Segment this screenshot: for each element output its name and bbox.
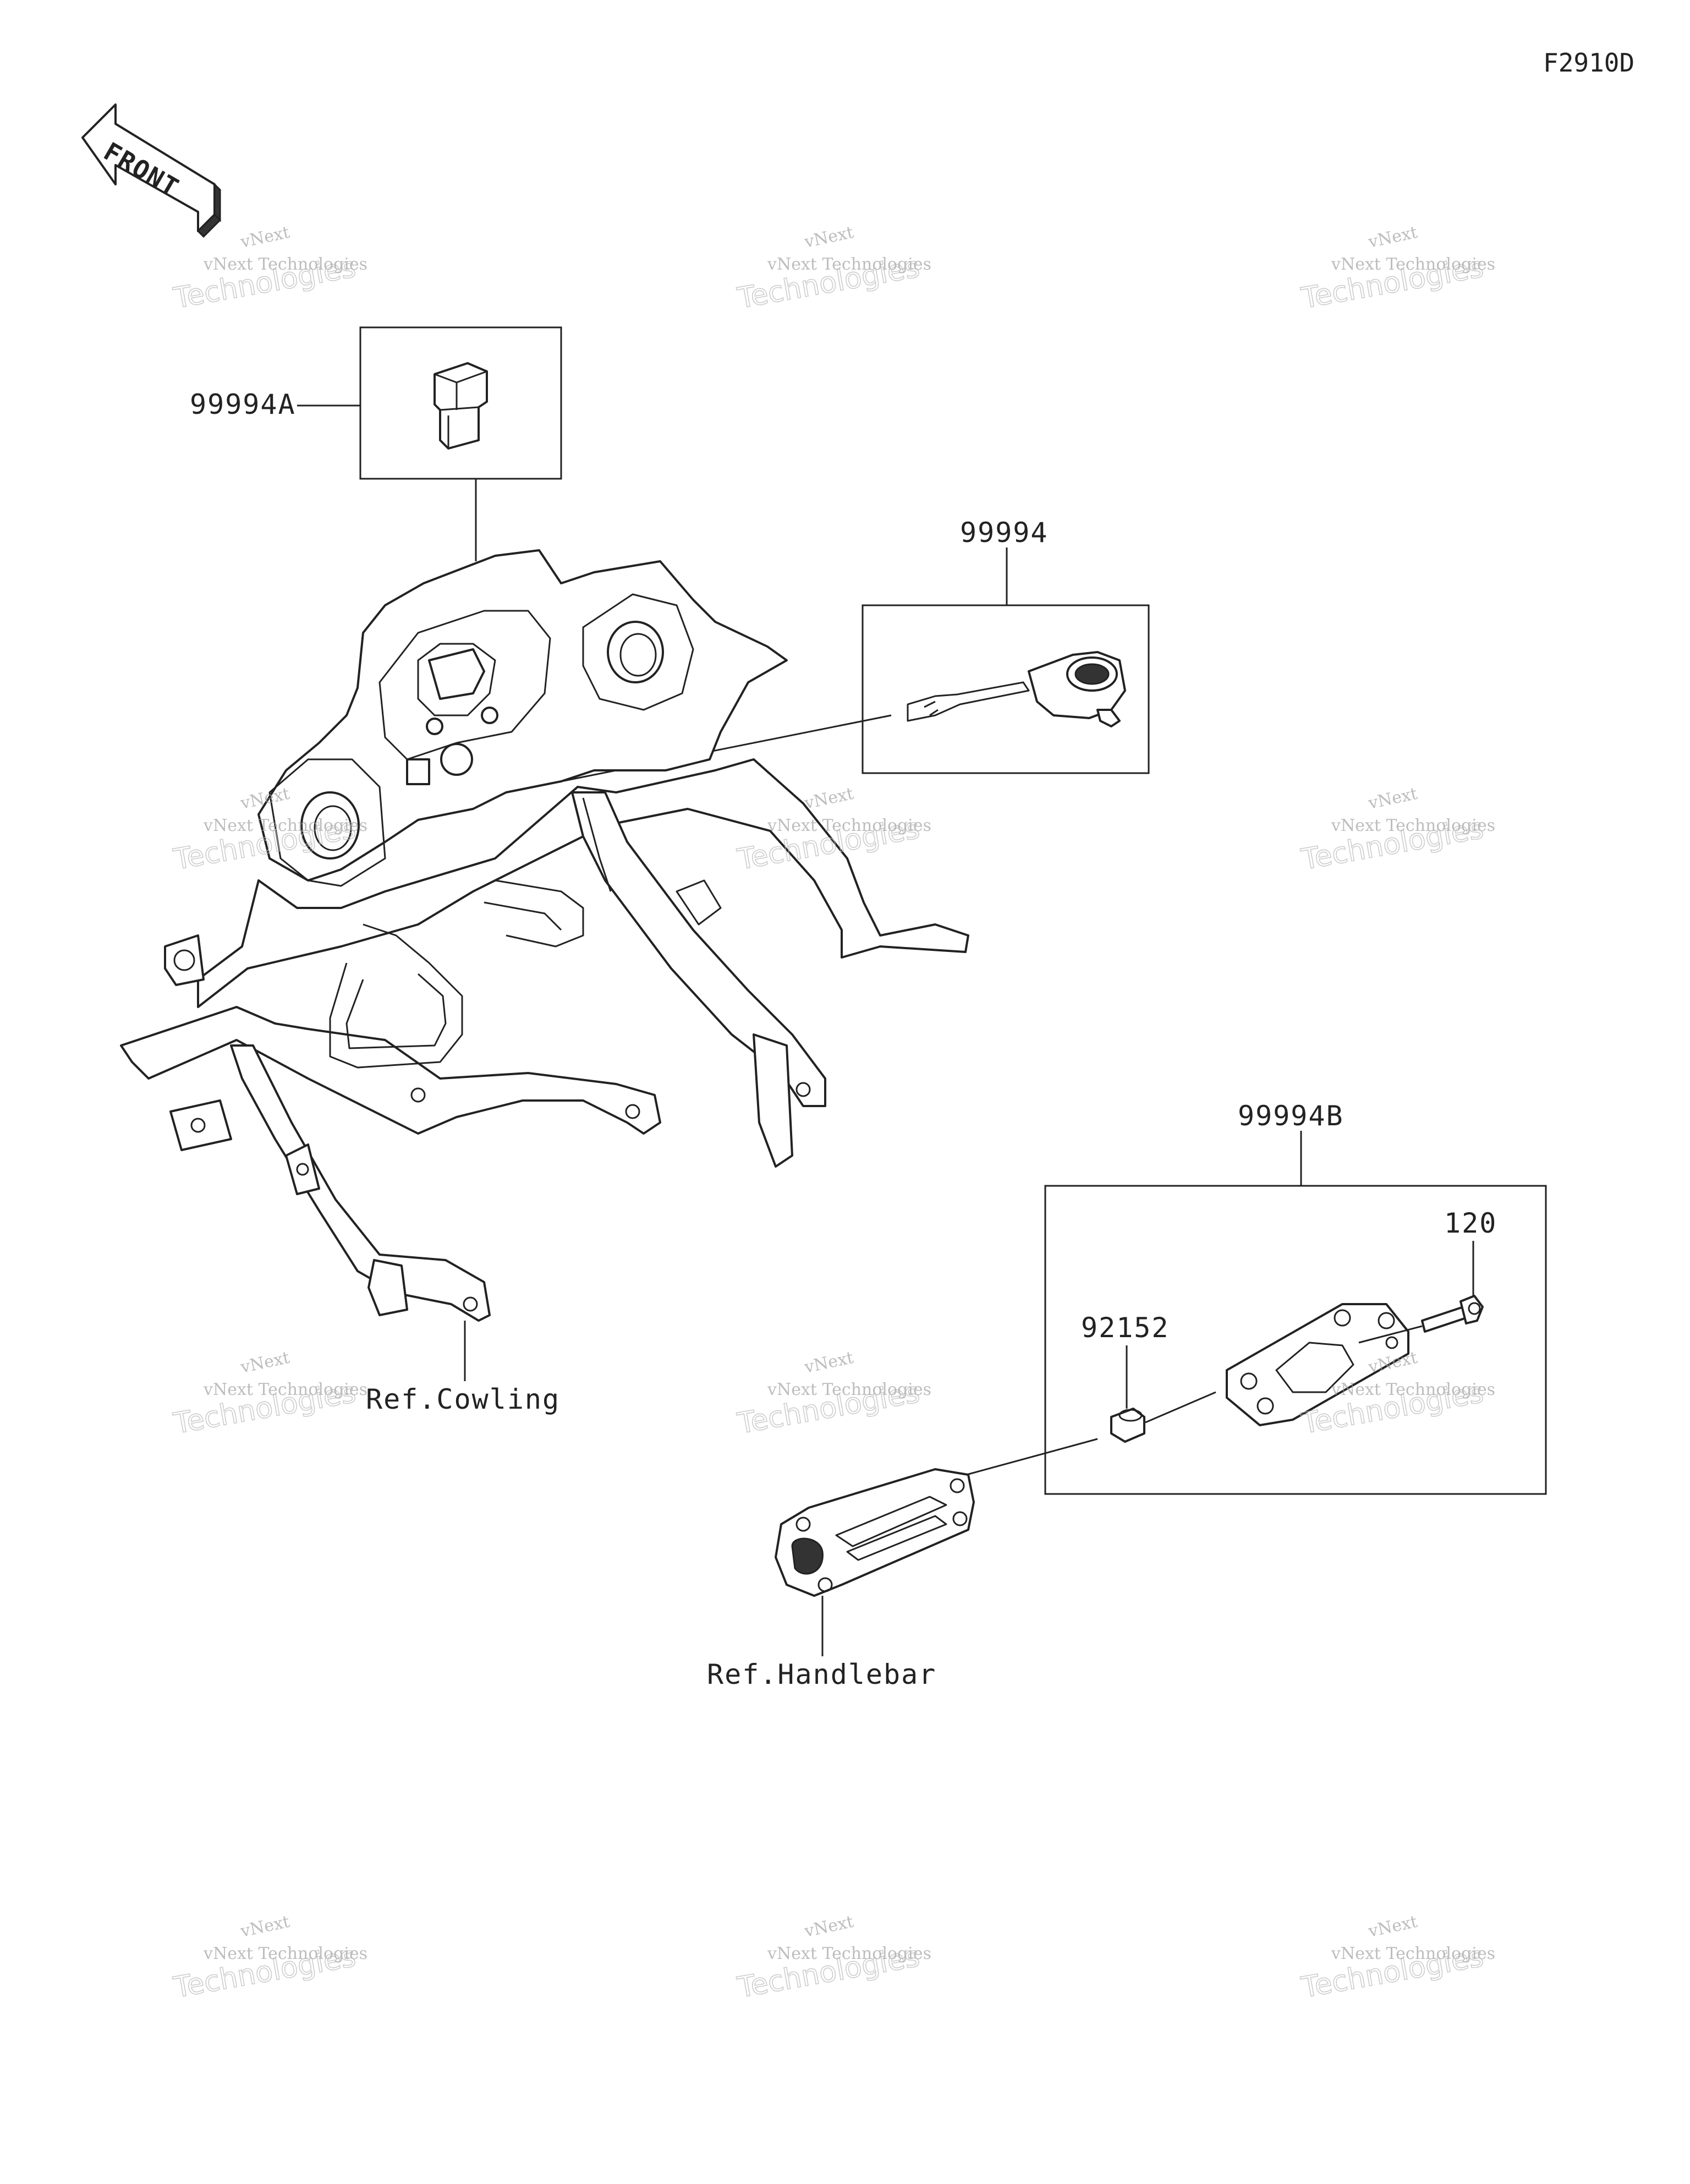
watermark-small: vNext Technologies: [767, 816, 931, 835]
ref-handlebar-label: Ref.Handlebar: [707, 1658, 936, 1690]
front-arrow-icon: FRONT: [81, 103, 222, 238]
watermark-small: vNext Technologies: [767, 1380, 931, 1399]
watermark-small: vNext Technologies: [767, 255, 931, 274]
watermark-small: vNext Technologies: [203, 816, 367, 835]
collar-92152: [1110, 1408, 1145, 1443]
callout-120: 120: [1444, 1207, 1497, 1239]
watermark: vNext vNext Technologies Technologies: [1298, 1912, 1495, 2005]
box-99994A: [359, 326, 562, 480]
watermark-top: vNext: [238, 1348, 291, 1377]
callout-99994A: 99994A: [190, 388, 296, 420]
watermark-small: vNext Technologies: [1331, 255, 1495, 274]
watermark-top: vNext: [802, 223, 855, 252]
callout-99994B: 99994B: [1238, 1100, 1344, 1132]
watermark: vNext vNext Technologies Technologies: [1298, 223, 1495, 316]
watermark: vNext vNext Technologies Technologies: [1298, 784, 1495, 877]
watermark-top: vNext: [802, 1348, 855, 1377]
bolt-120: [1421, 1295, 1484, 1333]
leader-bolt-to-plate: [1358, 1325, 1423, 1344]
watermark-small: vNext Technologies: [1331, 1944, 1495, 1963]
mount-plate: [1226, 1303, 1409, 1426]
watermark-small: vNext Technologies: [203, 255, 367, 274]
power-socket-99994: [907, 651, 1126, 727]
watermark-top: vNext: [1366, 223, 1419, 252]
watermark-small: vNext Technologies: [203, 1944, 367, 1963]
watermark-top: vNext: [238, 1912, 291, 1941]
watermark-small: vNext Technologies: [1331, 1380, 1495, 1399]
watermark-small: vNext Technologies: [1331, 816, 1495, 835]
watermark: vNext vNext Technologies Technologies: [734, 223, 931, 316]
watermark-top: vNext: [802, 784, 855, 813]
box-99994B: [1044, 1185, 1547, 1495]
box-99994: [862, 604, 1150, 774]
callout-92152: 92152: [1081, 1312, 1170, 1344]
watermark-small: vNext Technologies: [767, 1944, 931, 1963]
watermark-top: vNext: [1366, 1912, 1419, 1941]
watermark-top: vNext: [238, 223, 291, 252]
leader-collar-to-plate: [1145, 1391, 1216, 1424]
callout-99994: 99994: [960, 517, 1049, 549]
watermark-small: vNext Technologies: [203, 1380, 367, 1399]
figure-code: F2910D: [1543, 48, 1634, 78]
watermark: vNext vNext Technologies Technologies: [734, 1912, 931, 2005]
front-frame-assembly: [120, 549, 969, 1322]
watermark-top: vNext: [1366, 784, 1419, 813]
watermark: vNext vNext Technologies Technologies: [171, 1348, 367, 1441]
connector-99994A: [434, 362, 488, 450]
watermark-top: vNext: [802, 1912, 855, 1941]
handlebar-clamp: [775, 1468, 975, 1597]
ref-cowling-label: Ref.Cowling: [366, 1383, 560, 1415]
watermark: vNext vNext Technologies Technologies: [171, 1912, 367, 2005]
watermark: vNext vNext Technologies Technologies: [734, 1348, 931, 1441]
leader-kit-to-handlebar: [946, 1438, 1098, 1481]
watermark: vNext vNext Technologies Technologies: [171, 223, 367, 316]
